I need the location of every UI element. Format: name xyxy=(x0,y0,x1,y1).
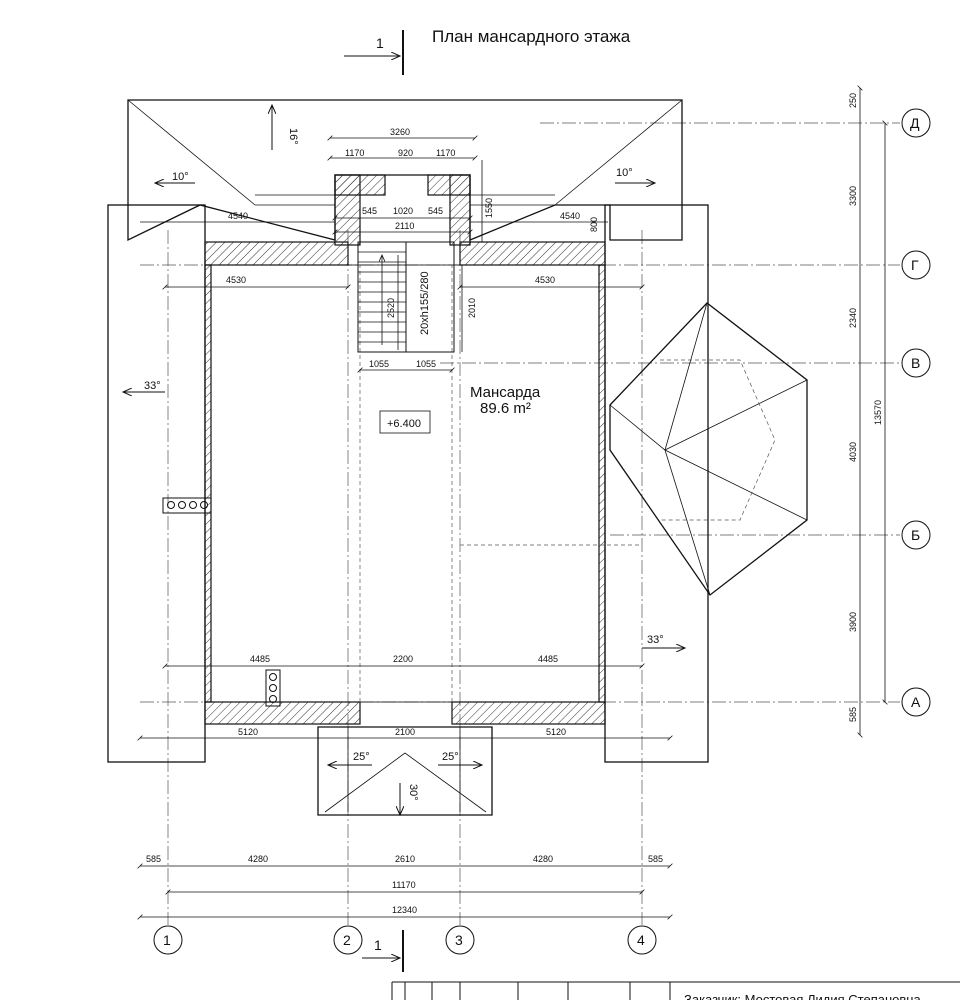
svg-text:5120: 5120 xyxy=(546,727,566,737)
axis-4: 4 xyxy=(637,932,645,948)
svg-text:1170: 1170 xyxy=(345,148,364,158)
staircase xyxy=(357,241,455,353)
svg-text:30°: 30° xyxy=(407,784,419,801)
stair-label: 20xh155/280 xyxy=(419,271,431,335)
svg-text:2520: 2520 xyxy=(386,298,396,318)
svg-text:585: 585 xyxy=(848,707,858,722)
svg-text:1170: 1170 xyxy=(436,148,455,158)
svg-text:1055: 1055 xyxy=(416,359,436,369)
level-mark: +6.400 xyxy=(387,418,421,430)
svg-text:25°: 25° xyxy=(442,751,459,763)
plan-title: План мансардного этажа xyxy=(432,27,631,46)
dimension-labels: 3260 1170 920 1170 545 1020 545 2110 454… xyxy=(146,93,883,915)
slope-arrows: 10° 10° 16° 33° 33° 25° 25° 30° xyxy=(123,105,685,815)
svg-text:16°: 16° xyxy=(287,128,299,145)
vent-block-bottom xyxy=(265,669,281,707)
title-block: Заказчик: Мостовая Лидия Степановна xyxy=(391,981,960,1000)
axis-3: 3 xyxy=(455,932,463,948)
svg-text:4030: 4030 xyxy=(848,442,858,462)
svg-text:33°: 33° xyxy=(144,380,161,392)
svg-text:1055: 1055 xyxy=(369,359,389,369)
room-outline xyxy=(210,264,600,703)
axis-lines-vertical xyxy=(167,230,643,925)
svg-text:4540: 4540 xyxy=(228,211,248,221)
svg-text:13570: 13570 xyxy=(873,400,883,425)
svg-text:2010: 2010 xyxy=(467,298,477,318)
level-box xyxy=(379,410,431,434)
svg-text:4540: 4540 xyxy=(560,211,580,221)
svg-text:1: 1 xyxy=(376,35,384,51)
svg-text:4530: 4530 xyxy=(535,275,555,285)
axis-1: 1 xyxy=(163,932,171,948)
svg-text:4485: 4485 xyxy=(538,654,558,664)
svg-text:11170: 11170 xyxy=(392,880,416,890)
svg-text:800: 800 xyxy=(589,217,599,232)
axis-a: А xyxy=(911,694,921,710)
svg-text:2200: 2200 xyxy=(393,654,413,664)
svg-text:10°: 10° xyxy=(172,171,189,183)
svg-text:4530: 4530 xyxy=(226,275,246,285)
svg-text:585: 585 xyxy=(146,854,161,864)
svg-text:3900: 3900 xyxy=(848,612,858,632)
svg-text:33°: 33° xyxy=(647,634,664,646)
svg-text:4280: 4280 xyxy=(248,854,268,864)
axis-2: 2 xyxy=(343,932,351,948)
svg-text:5120: 5120 xyxy=(238,727,258,737)
svg-text:3300: 3300 xyxy=(848,186,858,206)
svg-text:585: 585 xyxy=(648,854,663,864)
svg-text:12340: 12340 xyxy=(392,905,417,915)
svg-text:920: 920 xyxy=(398,148,413,158)
dimension-lines xyxy=(137,85,888,920)
svg-text:2110: 2110 xyxy=(395,221,414,231)
section-mark-bottom: 1 xyxy=(362,930,404,972)
customer-name: Заказчик: Мостовая Лидия Степановна xyxy=(684,992,921,1000)
svg-text:25°: 25° xyxy=(353,751,370,763)
axis-g: Г xyxy=(911,257,919,273)
room-name: Мансарда xyxy=(470,384,541,401)
axis-v: В xyxy=(911,355,920,371)
svg-text:2610: 2610 xyxy=(395,854,415,864)
svg-text:1550: 1550 xyxy=(484,198,494,218)
room-area: 89.6 m² xyxy=(480,400,531,417)
svg-text:2340: 2340 xyxy=(848,308,858,328)
svg-text:4280: 4280 xyxy=(533,854,553,864)
axis-d: Д xyxy=(910,115,920,131)
svg-text:10°: 10° xyxy=(616,167,633,179)
axis-b: Б xyxy=(911,527,920,543)
svg-text:1020: 1020 xyxy=(393,206,413,216)
axis-markers-horizontal: 1 2 3 4 xyxy=(153,925,657,955)
walls xyxy=(204,174,606,725)
svg-text:545: 545 xyxy=(428,206,443,216)
axis-markers-vertical: Д Г В Б А xyxy=(901,108,931,717)
svg-text:545: 545 xyxy=(362,206,377,216)
vent-block-left xyxy=(162,497,212,514)
svg-text:1: 1 xyxy=(374,937,382,953)
section-mark-top: 1 xyxy=(344,30,404,75)
svg-text:3260: 3260 xyxy=(390,127,410,137)
svg-text:4485: 4485 xyxy=(250,654,270,664)
svg-text:250: 250 xyxy=(848,93,858,108)
svg-text:2100: 2100 xyxy=(395,727,415,737)
